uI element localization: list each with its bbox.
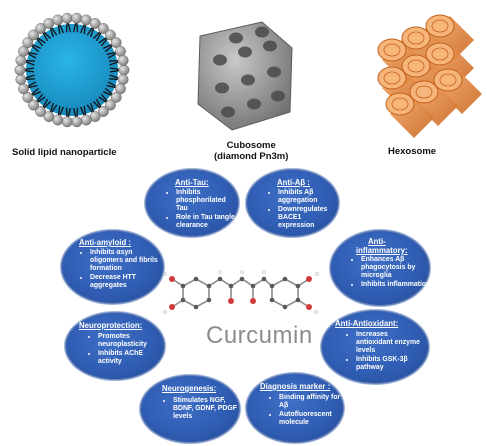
list-item: Role in Tau tangle clearance <box>176 214 236 230</box>
anti-amyloid-list: Inhibits αsyn oligomers and fibrils form… <box>81 249 158 291</box>
anti-inflammatory-title-line1: Anti- <box>368 237 386 246</box>
list-item: Inhibits phosphorilated Tau <box>176 189 236 213</box>
sln-caption: Solid lipid nanoparticle <box>12 147 117 158</box>
anti-abeta-oval: Anti-Aβ : Inhibits Aβ aggregation Downre… <box>245 168 340 238</box>
cubosome-caption: Cubosome (diamond Pn3m) <box>214 140 288 162</box>
list-item: Inhibits inflammation <box>361 281 431 289</box>
list-item: Binding affinity for Aβ <box>279 394 341 410</box>
list-item: Enhances Aβ phagocytosis by microglia <box>361 256 431 280</box>
hexosome-icon <box>377 14 482 138</box>
neurogenesis-title: Neurogenesis: <box>162 384 217 393</box>
anti-amyloid-oval: Anti-amyloid : Inhibits αsyn oligomers a… <box>60 229 165 305</box>
list-item: Decrease HTT aggregates <box>90 274 158 290</box>
neuroprotection-list: Promotes neuroplasticity Inhibits AChE a… <box>89 333 164 367</box>
list-item: Increases antioxidant enzyme levels <box>356 331 426 355</box>
list-item: Inhibits αsyn oligomers and fibrils form… <box>90 249 158 273</box>
neuroprotection-oval: Neuroprotection: Promotes neuroplasticit… <box>64 311 166 381</box>
cubosome-icon <box>197 21 293 131</box>
list-item: Inhibits Aβ aggregation <box>278 189 338 205</box>
anti-abeta-list: Inhibits Aβ aggregation Downregulates BA… <box>269 189 338 231</box>
cubosome-caption-line1: Cubosome <box>226 140 276 151</box>
anti-antioxidant-list: Increases antioxidant enzyme levels Inhi… <box>347 331 426 373</box>
list-item: Inhibits AChE activity <box>98 350 164 366</box>
cubosome-caption-line2: (diamond Pn3m) <box>214 151 289 162</box>
list-item: Stimulates NGF, BDNF, GDNF, PDGF levels <box>173 397 239 421</box>
curcumin-label: Curcumin <box>206 322 313 349</box>
anti-inflammatory-oval: Anti- inflammatory: Enhances Aβ phagocyt… <box>329 229 431 307</box>
anti-antioxidant-title: Anti-Antioxidant: <box>335 319 399 328</box>
diagnosis-marker-title: Diagnosis marker : <box>260 382 331 391</box>
list-item: Downregulates BACE1 expression <box>278 206 338 230</box>
list-item: Promotes neuroplasticity <box>98 333 164 349</box>
diagnosis-marker-list: Binding affinity for Aβ Autofluorescent … <box>270 394 341 428</box>
list-item: Inhibits GSK-3β pathway <box>356 356 426 372</box>
anti-abeta-title: Anti-Aβ : <box>277 178 310 187</box>
anti-tau-title: Anti-Tau: <box>175 178 209 187</box>
hexosome-caption: Hexosome <box>388 146 437 157</box>
anti-tau-oval: Anti-Tau: Inhibits phosphorilated Tau Ro… <box>144 168 240 238</box>
solid-lipid-nanoparticle-icon <box>14 12 130 128</box>
anti-inflammatory-title-line2: inflammatory: <box>356 246 408 255</box>
anti-inflammatory-title: Anti- inflammatory: <box>356 237 408 255</box>
curcumin-molecule-icon <box>162 270 320 315</box>
neurogenesis-list: Stimulates NGF, BDNF, GDNF, PDGF levels <box>164 397 239 422</box>
neuroprotection-title: Neuroprotection: <box>79 321 143 330</box>
anti-antioxidant-oval: Anti-Antioxidant: Increases antioxidant … <box>320 309 430 385</box>
list-item: Autofluorescent molecule <box>279 411 341 427</box>
anti-amyloid-title: Anti-amyloid : <box>79 238 131 247</box>
anti-inflammatory-list: Enhances Aβ phagocytosis by microglia In… <box>352 256 431 290</box>
anti-tau-list: Inhibits phosphorilated Tau Role in Tau … <box>167 189 236 231</box>
neurogenesis-oval: Neurogenesis: Stimulates NGF, BDNF, GDNF… <box>139 374 241 444</box>
diagnosis-marker-oval: Diagnosis marker : Binding affinity for … <box>245 372 345 444</box>
